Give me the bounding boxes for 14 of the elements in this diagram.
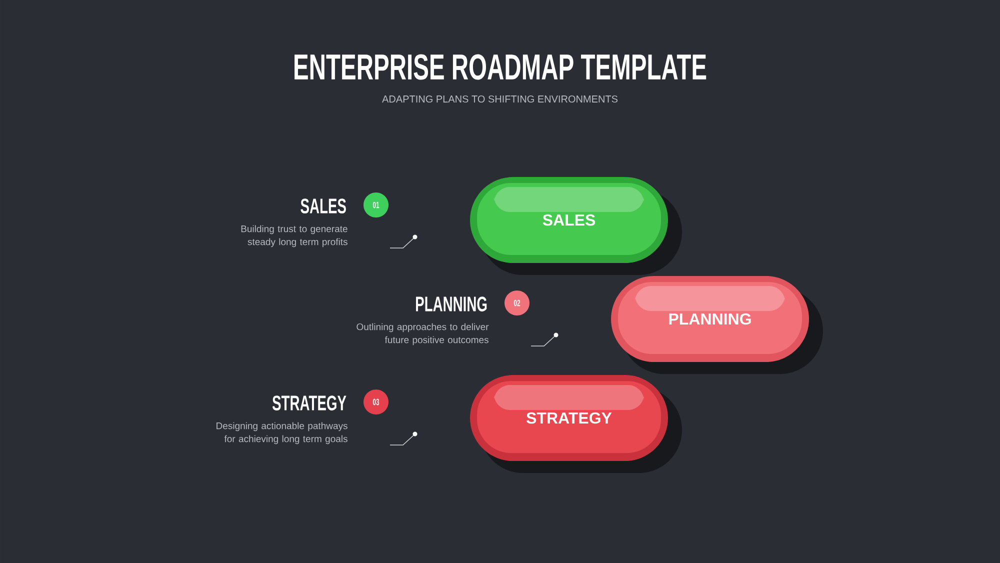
number-badge: 02 [504,290,530,316]
pill-button: SALES [470,177,682,275]
subtitle: ADAPTING PLANS TO SHIFTING ENVIRONMENTS [382,95,618,103]
step-description: Building trust to generate steady long term profits [241,225,348,248]
step-heading: PLANNING [416,296,487,312]
number-badge: 03 [364,390,388,414]
title: ENTERPRISE ROADMAP TEMPLATE [294,54,706,80]
pill-button: STRATEGY [470,375,682,473]
pill-button: PLANNING [611,276,823,374]
number-badge: 01 [364,192,388,218]
step-heading: STRATEGY [272,396,346,410]
step-heading: SALES [300,198,346,214]
step-description: Outlining approaches to deliver future positive outcomes [356,323,489,346]
step-description: Designing actionable pathways for achieving long term goals [216,422,348,444]
